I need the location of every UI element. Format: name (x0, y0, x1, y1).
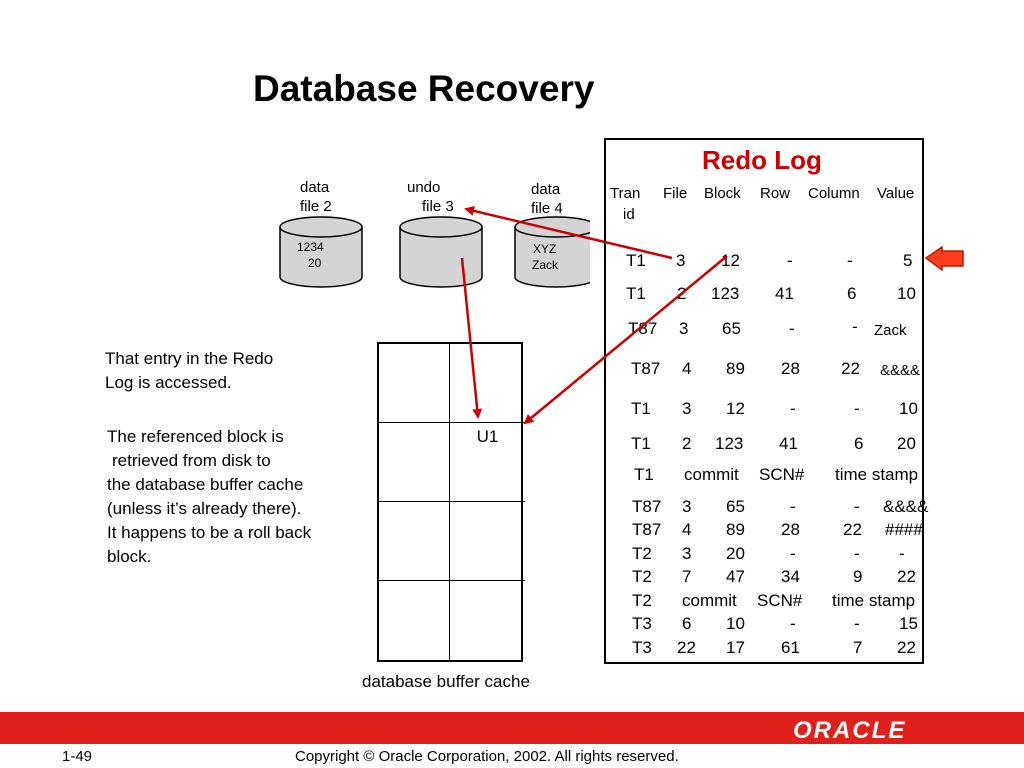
footer-bar (0, 712, 1024, 744)
redo-log-panel (604, 138, 924, 664)
data-file-4-label: data file 4 (531, 181, 563, 217)
header-file: File (663, 185, 688, 202)
page-number: 1-49 (62, 748, 93, 765)
header-block: Block (704, 185, 741, 202)
header-id: id (623, 206, 635, 223)
buffer-block (379, 423, 450, 502)
buffer-block-u1: U1 (450, 423, 525, 502)
buffer-cache-grid: U1 (377, 342, 525, 662)
arrow-undo-to-cache (460, 257, 483, 419)
buffer-block (379, 581, 450, 660)
header-column: Column (808, 185, 860, 202)
slide-title: Database Recovery (253, 68, 595, 109)
data-file-2-label: data file 2 (300, 179, 332, 215)
header-row: Row (760, 185, 791, 202)
buffer-block (379, 502, 450, 581)
cylinder-data-file-2 (279, 216, 363, 288)
step-1-description: That entry in the Redo Log is accessed. (105, 349, 274, 392)
data-file-4-content: XYZ Zack (532, 242, 559, 272)
step-2-description: The referenced block is retrieved from d… (107, 427, 312, 566)
cylinder-undo-file-3 (399, 216, 483, 288)
header-value: Value (877, 185, 915, 202)
copyright-text: Copyright © Oracle Corporation, 2002. Al… (295, 748, 679, 765)
buffer-cache-label: database buffer cache (362, 672, 530, 691)
undo-file-3-label: undo file 3 (407, 179, 454, 215)
arrow-redo-to-cache (523, 255, 728, 425)
header-tran: Tran (610, 185, 641, 202)
disk-cylinders (279, 216, 590, 288)
buffer-block (379, 344, 450, 423)
buffer-block (450, 344, 525, 423)
cylinder-data-file-4 (514, 216, 590, 288)
redo-log-title: Redo Log (702, 145, 822, 175)
buffer-block (450, 502, 525, 581)
current-entry-pointer-icon (924, 245, 964, 272)
data-file-2-content: 1234 20 (297, 240, 324, 270)
oracle-logo: ORACLE (793, 717, 907, 744)
arrow-redo-to-undo (464, 205, 673, 260)
